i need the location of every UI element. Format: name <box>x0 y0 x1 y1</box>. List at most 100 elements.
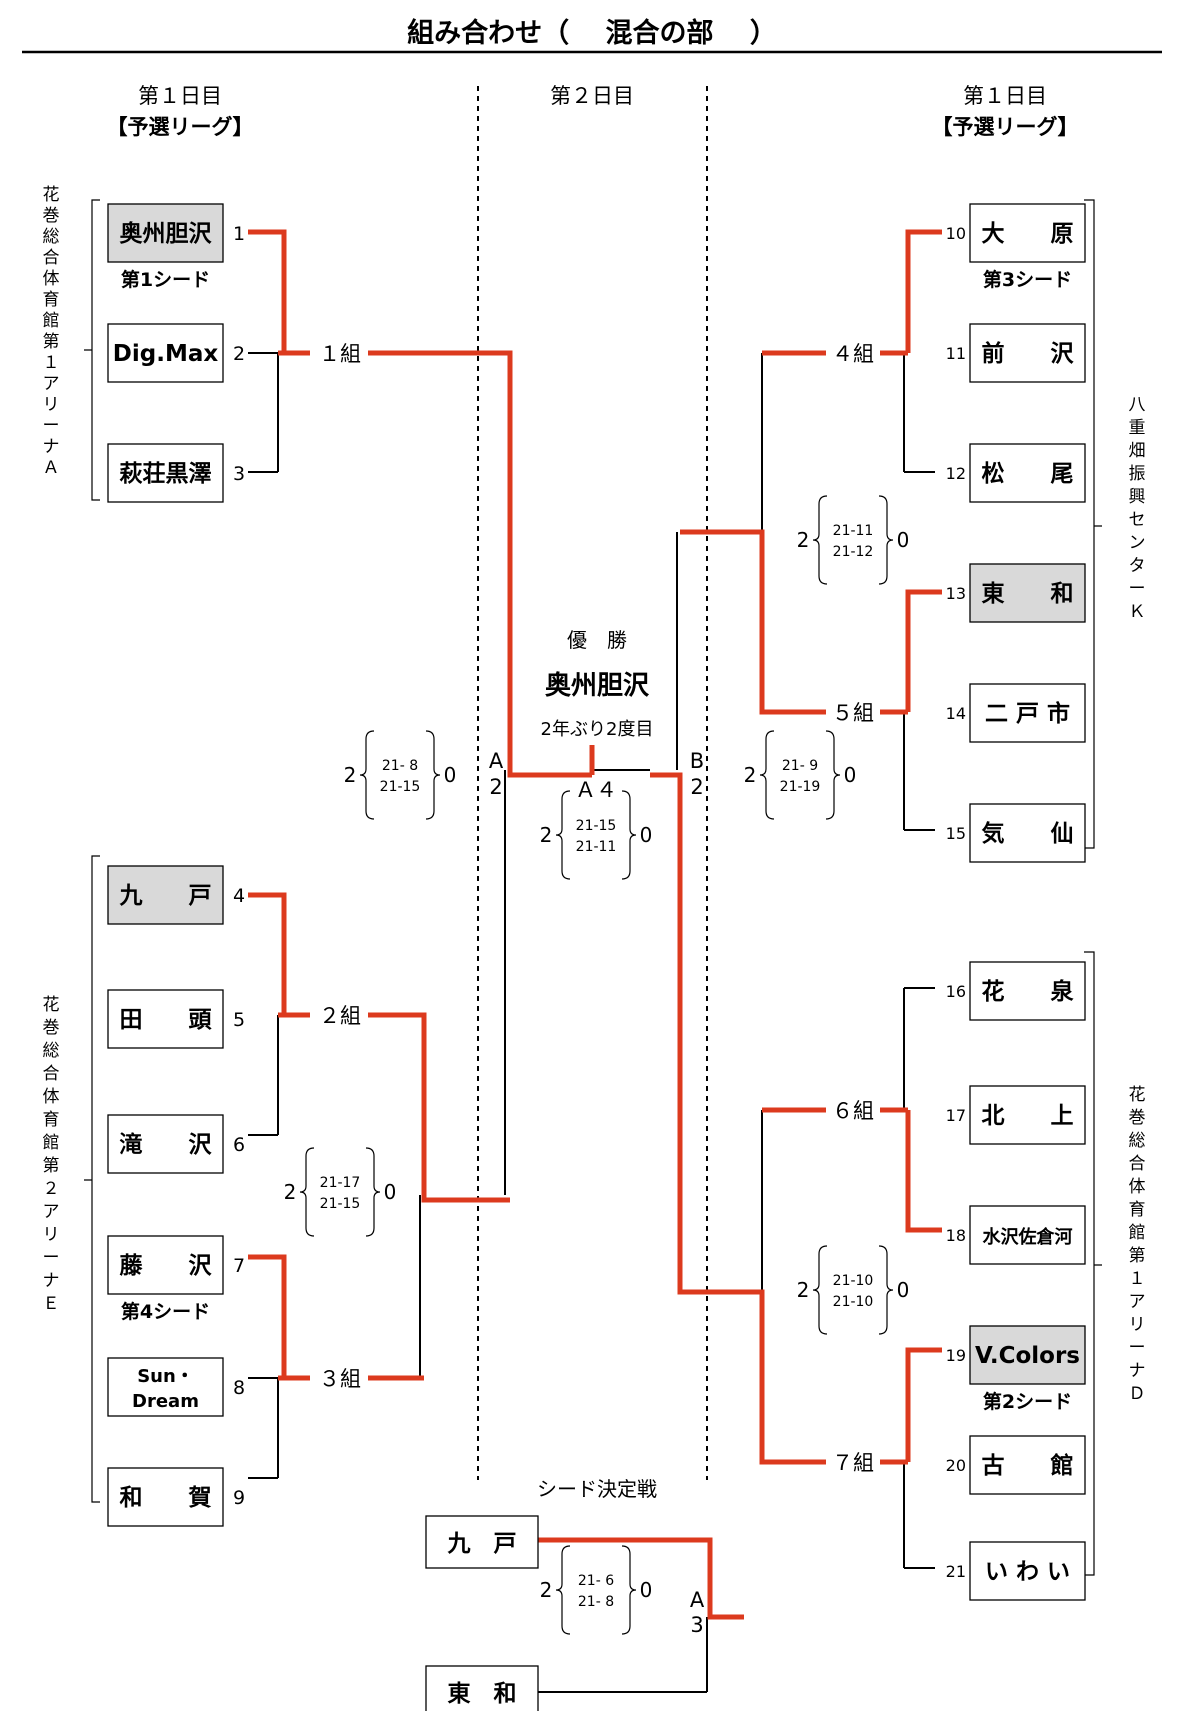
team-entry-21: い わ い21 <box>946 1541 1086 1601</box>
team-number: 9 <box>233 1487 245 1509</box>
score-set-2: 21-10 <box>833 1294 874 1310</box>
team-number: 4 <box>233 885 245 907</box>
team-box <box>969 203 1086 263</box>
score-brace-right <box>825 730 841 820</box>
score-sets-lost: 0 <box>897 528 910 552</box>
team-box <box>107 323 224 383</box>
team-number: 17 <box>946 1106 966 1125</box>
seed-decider-team-bottom: 東 和 <box>448 1681 517 1707</box>
score-brace-right <box>365 1147 381 1237</box>
score-set-2: 21- 8 <box>578 1594 614 1610</box>
score-set-1: 21-10 <box>833 1273 874 1289</box>
team-number: 5 <box>233 1009 245 1031</box>
champion-name: 奥州胆沢 <box>545 670 650 701</box>
team-number: 11 <box>946 344 966 363</box>
score-sets-won: 2 <box>284 1180 297 1204</box>
seed-decider-team-bottom-box <box>425 1665 539 1711</box>
team-name: 東 和 <box>982 581 1074 607</box>
team-entry-12: 松 尾12 <box>946 443 1086 503</box>
seed-label: 第3シード <box>983 268 1072 291</box>
team-name-line1: Sun・ <box>137 1366 194 1387</box>
team-number: 14 <box>946 704 966 723</box>
seed-label: 第1シード <box>121 268 210 291</box>
venue-brace-a <box>84 199 100 501</box>
team-number: 13 <box>946 584 966 603</box>
score-brace-left <box>359 730 375 820</box>
score-set-1: 21- 8 <box>382 758 418 774</box>
venue-label-d: 花巻総合体育館第１アリーナＤ <box>1129 1085 1146 1404</box>
group-label-6: ６組 <box>832 1099 874 1123</box>
team-name: 田 頭 <box>120 1007 213 1033</box>
score-sets-lost: 0 <box>444 763 457 787</box>
seed-decider-team-top-box <box>425 1515 539 1569</box>
team-name: 水沢佐倉河 <box>983 1226 1073 1248</box>
score-sets-won: 2 <box>797 528 810 552</box>
team-name: 北 上 <box>982 1103 1074 1129</box>
group-label-2: ２組 <box>319 1004 361 1028</box>
team-box <box>969 1541 1086 1601</box>
team-entry-15: 気 仙15 <box>946 803 1086 863</box>
team-entry-17: 北 上 17 <box>946 1085 1086 1145</box>
score-brace-right <box>621 1545 637 1635</box>
score-sets-won: 2 <box>744 763 757 787</box>
team-box <box>969 1435 1086 1495</box>
team-name: 気 仙 <box>982 820 1074 847</box>
score-brace-left <box>812 495 828 585</box>
seed-decider-team-top: 九 戸 <box>447 1531 517 1557</box>
score-brace-left <box>299 1147 315 1237</box>
team-number: 1 <box>233 223 245 245</box>
match-label-a3-number: 3 <box>690 1613 703 1637</box>
score-sets-won: 2 <box>540 823 553 847</box>
venue-label-k: 八重畑振興センターＫ <box>1129 395 1146 622</box>
team-box <box>107 443 224 503</box>
team-box <box>969 1085 1086 1145</box>
team-box <box>107 1467 224 1527</box>
team-number: 20 <box>946 1456 966 1475</box>
team-box <box>969 961 1086 1021</box>
winner-paths <box>248 229 942 1620</box>
team-number: 12 <box>946 464 966 483</box>
group-label-1: １組 <box>319 342 361 366</box>
match-label-b2-number: 2 <box>690 775 703 799</box>
score-sets-lost: 0 <box>844 763 857 787</box>
team-number: 16 <box>946 982 966 1001</box>
champion-label: 優 勝 <box>567 628 627 652</box>
group-label-4: ４組 <box>832 342 874 366</box>
team-number: 2 <box>233 343 245 365</box>
team-name: 二 戸 市 <box>985 700 1070 727</box>
team-number: 6 <box>233 1134 245 1156</box>
team-box <box>107 989 224 1049</box>
score-sets-lost: 0 <box>640 823 653 847</box>
match-label-a2-number: 2 <box>489 775 502 799</box>
match-label-a4: Ａ４ <box>575 778 617 802</box>
team-box <box>969 323 1086 383</box>
score-set-2: 21-15 <box>380 779 421 795</box>
team-box <box>107 1235 224 1295</box>
seed-decider-title: シード決定戦 <box>537 1477 657 1501</box>
score-brace-right <box>425 730 441 820</box>
team-box <box>969 803 1086 863</box>
team-name: 萩荘黒澤 <box>120 461 212 487</box>
team-name: 九 戸 <box>119 883 212 909</box>
group-label-7: ７組 <box>832 1451 874 1475</box>
champion-note: 2年ぶり2度目 <box>541 719 654 740</box>
venue-brace-e <box>84 855 100 1503</box>
score-sets-lost: 0 <box>897 1278 910 1302</box>
group-label-3: ３組 <box>319 1367 361 1391</box>
score-set-1: 21-15 <box>576 818 617 834</box>
team-number: 18 <box>946 1226 966 1245</box>
score-set-2: 21-12 <box>833 544 874 560</box>
score-set-2: 21-15 <box>320 1196 361 1212</box>
team-entry-14: 二 戸 市 14 <box>946 683 1086 743</box>
team-name: い わ い <box>985 1559 1070 1585</box>
score-brace-right <box>878 495 894 585</box>
